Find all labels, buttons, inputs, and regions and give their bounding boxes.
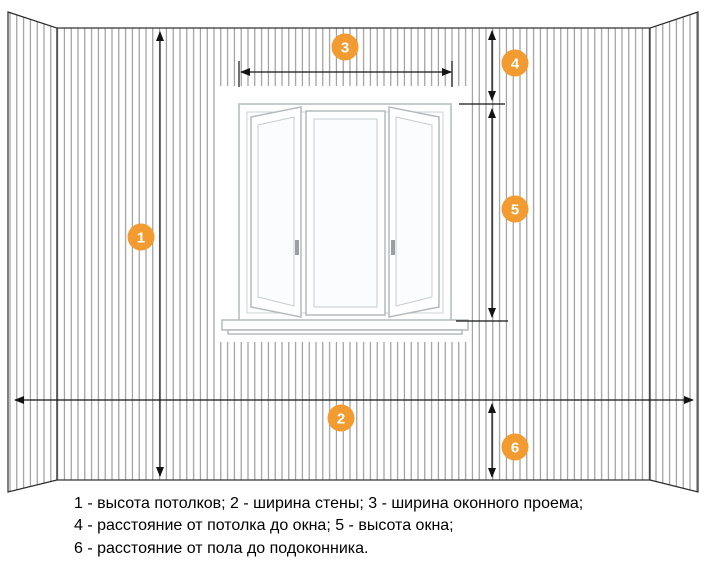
marker-6-label: 6 — [511, 440, 519, 457]
center-pane-glass — [313, 118, 378, 308]
right-side-wall — [649, 11, 699, 493]
marker-1-circle — [127, 223, 155, 251]
marker-3-circle — [331, 33, 359, 61]
marker-4: 4 — [501, 49, 529, 77]
marker-1: 1 — [127, 223, 155, 251]
right-sash-glass — [395, 116, 433, 307]
legend-line-2: 4 - расстояние от потолка до окна; 5 - в… — [74, 517, 454, 534]
left-side-wall — [7, 11, 58, 493]
marker-6-circle — [501, 433, 529, 461]
marker-5-label: 5 — [511, 202, 519, 219]
marker-4-circle — [501, 49, 529, 77]
right-sash-handle — [391, 240, 395, 255]
marker-3-label: 3 — [341, 40, 349, 57]
marker-1-label: 1 — [137, 230, 145, 247]
left-sash-handle — [295, 240, 299, 255]
marker-4-label: 4 — [511, 56, 520, 73]
windowsill — [221, 319, 469, 331]
marker-2-label: 2 — [337, 411, 345, 428]
left-sash-glass — [257, 116, 295, 307]
legend-line-1: 1 - высота потолков; 2 - ширина стены; 3… — [74, 495, 583, 512]
marker-5-circle — [501, 195, 529, 223]
windowsill-lip — [227, 329, 463, 335]
marker-2: 2 — [327, 404, 355, 432]
legend-line-3: 6 - расстояние от пола до подоконника. — [74, 540, 368, 557]
marker-5: 5 — [501, 195, 529, 223]
marker-6: 6 — [501, 433, 529, 461]
marker-3: 3 — [331, 33, 359, 61]
marker-2-circle — [327, 404, 355, 432]
